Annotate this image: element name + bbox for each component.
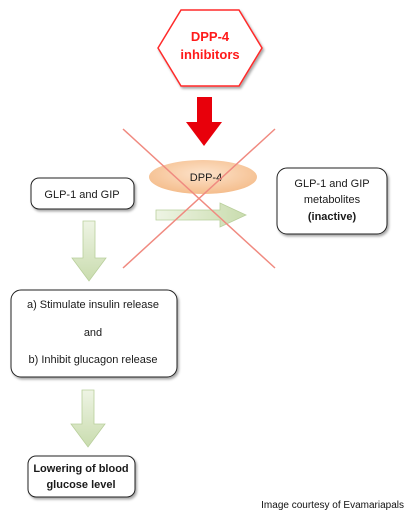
- effects-line2: and: [84, 327, 102, 339]
- red-down-arrow: [186, 97, 222, 146]
- metabolites-line1: GLP-1 and GIP: [294, 178, 369, 190]
- metabolites-box-shape: [276, 167, 388, 235]
- hexagon-label-line1: DPP-4: [191, 29, 230, 44]
- cross-line-2: [122, 128, 276, 269]
- green-down-arrow-2: [70, 389, 106, 448]
- effects-line3: b) Inhibit glucagon release: [28, 354, 157, 366]
- hexagon-label-line2: inhibitors: [180, 47, 239, 62]
- outcome-box: Lowering of blood glucose level: [27, 455, 136, 498]
- inhibition-cross: [122, 128, 276, 269]
- effects-box: a) Stimulate insulin release and b) Inhi…: [10, 289, 178, 378]
- dpp4-inhibitors-hexagon: DPP-4 inhibitors: [157, 9, 263, 87]
- outcome-line2: glucose level: [46, 479, 115, 491]
- metabolites-line2: metabolites: [304, 194, 361, 206]
- green-right-arrow: [155, 202, 247, 228]
- glp1-gip-label: GLP-1 and GIP: [44, 189, 119, 201]
- green-down-arrow-1: [71, 220, 107, 282]
- glp1-gip-box-shape: [30, 177, 135, 210]
- hexagon-shape: [157, 9, 263, 87]
- outcome-line1: Lowering of blood: [33, 463, 128, 475]
- metabolites-box: GLP-1 and GIP metabolites (inactive): [276, 167, 388, 235]
- enzyme-label: DPP-4: [190, 172, 222, 184]
- outcome-box-shape: [27, 455, 136, 498]
- effects-box-shape: [10, 289, 178, 378]
- metabolites-line3: (inactive): [308, 211, 357, 223]
- image-credit: Image courtesy of Evamariapals: [261, 500, 404, 511]
- enzyme-ellipse: [149, 160, 257, 194]
- effects-line1: a) Stimulate insulin release: [27, 299, 159, 311]
- dpp4-enzyme: DPP-4: [149, 160, 257, 194]
- glp1-gip-box: GLP-1 and GIP: [30, 177, 135, 210]
